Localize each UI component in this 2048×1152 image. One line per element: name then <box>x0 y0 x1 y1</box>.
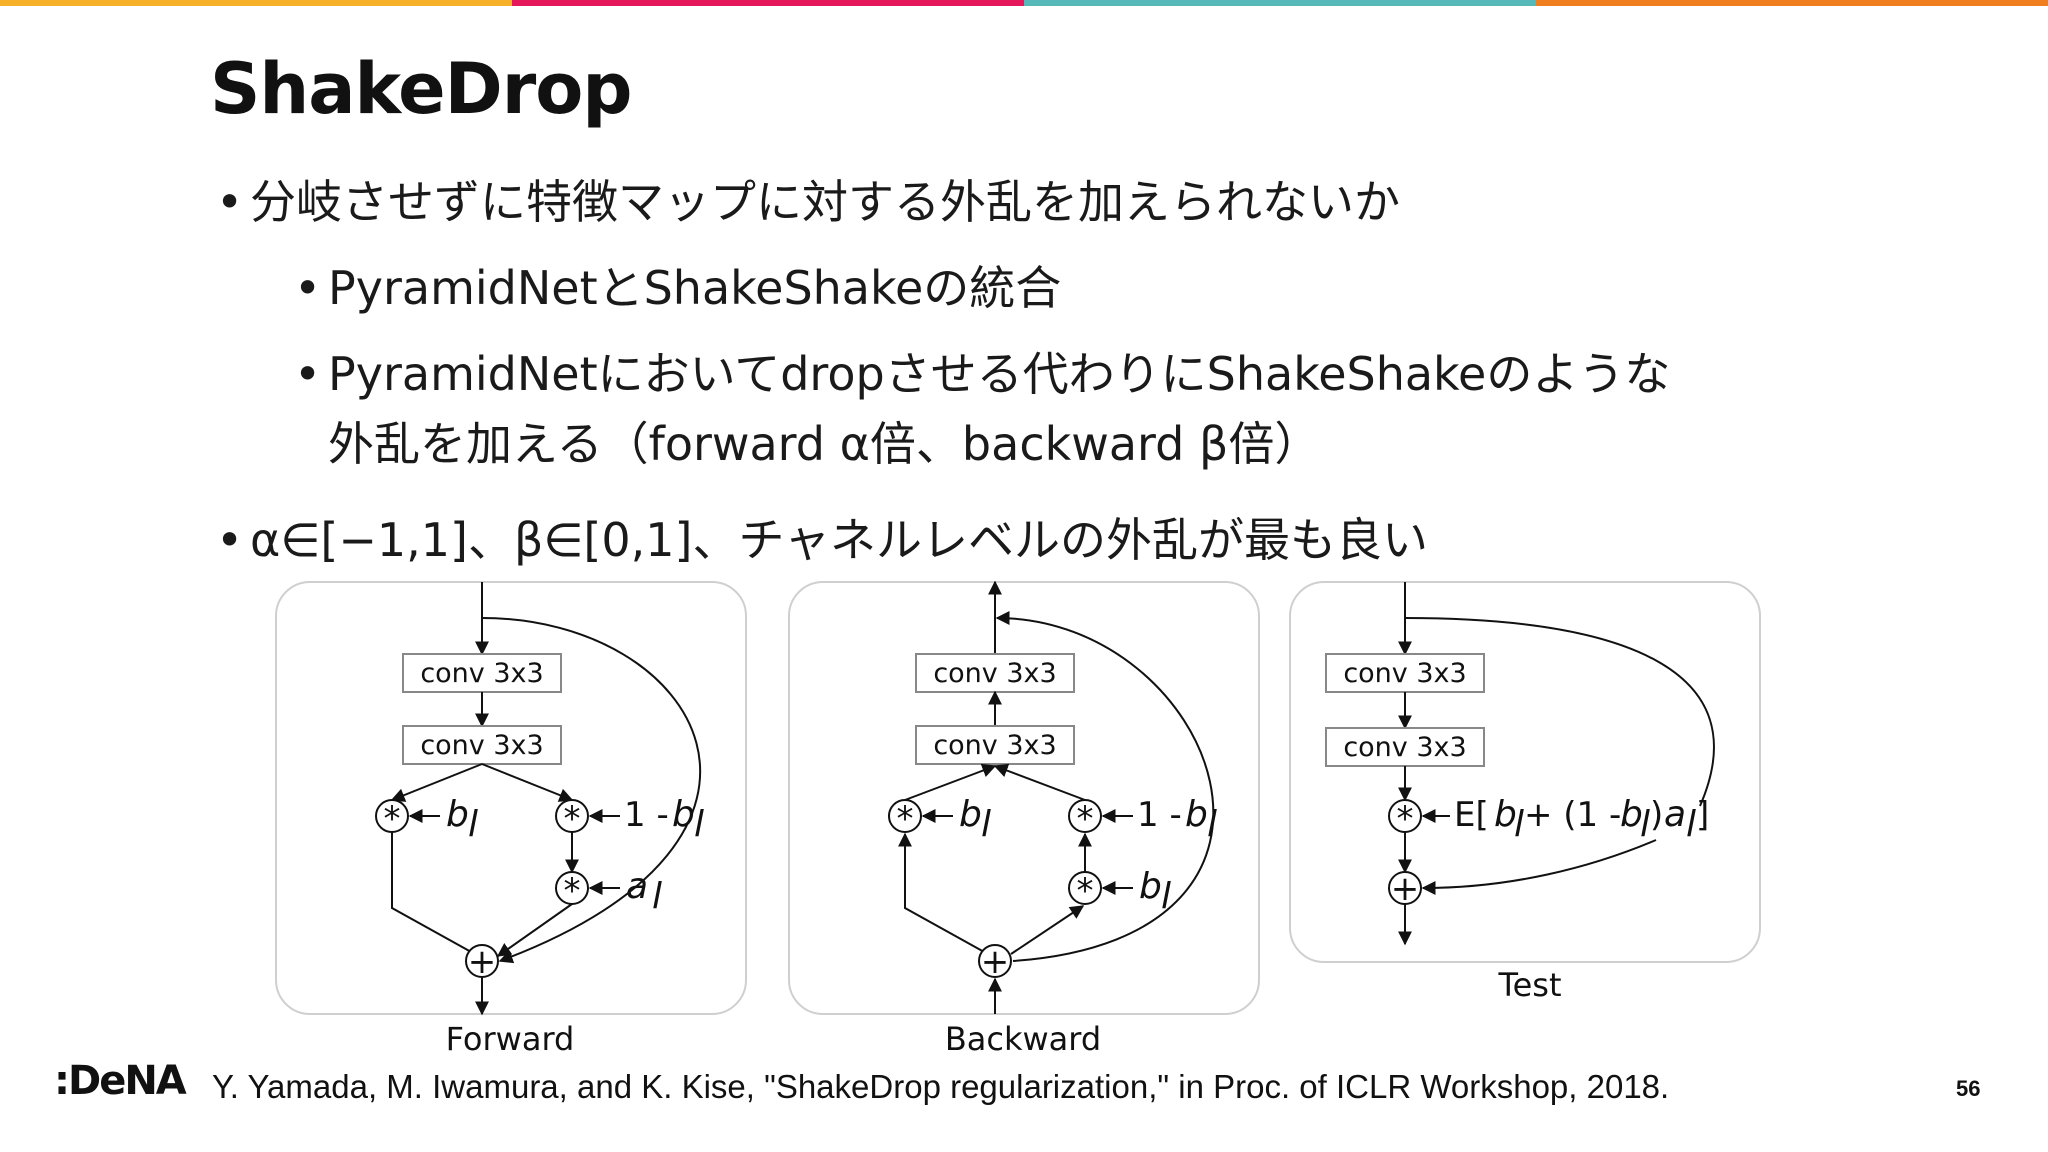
l-subscript: l <box>1161 876 1171 917</box>
a-label: a <box>1664 794 1686 835</box>
bullet-dot: • <box>216 175 244 229</box>
conv-box <box>1325 727 1485 767</box>
bullet-dot: • <box>294 261 322 315</box>
page-number: 56 <box>1956 1076 1981 1101</box>
bullet-1-1: •PyramidNetとShakeShakeの統合 <box>294 258 1062 318</box>
b-label: b <box>446 794 469 835</box>
mult-node: * <box>1077 799 1094 839</box>
b-label: b <box>1185 794 1208 835</box>
accent-teal <box>1024 0 1536 6</box>
conv-label: conv 3x3 <box>933 658 1056 689</box>
forward-panel: conv 3x3 conv 3x3 * b l * 1 - b l * a l … <box>275 581 747 1058</box>
expectation-mid: + (1 - <box>1524 795 1621 835</box>
caption-test: Test <box>1497 966 1561 1004</box>
one-minus-label: 1 - <box>1137 795 1182 835</box>
bullet-1-2-text: PyramidNetにおいてdropさせる代わりにShakeShakeのような <box>328 347 1671 401</box>
conv-label: conv 3x3 <box>420 658 543 689</box>
conv-box <box>402 725 562 765</box>
l-subscript: l <box>1514 804 1524 845</box>
bullet-dot: • <box>294 347 322 401</box>
mult-node: * <box>1077 871 1094 911</box>
caption-forward: Forward <box>446 1020 575 1058</box>
accent-orange <box>1536 0 2048 6</box>
bullet-1-2: •PyramidNetにおいてdropさせる代わりにShakeShakeのような <box>294 344 1671 404</box>
b-label: b <box>1620 794 1643 835</box>
conv-label: conv 3x3 <box>933 730 1056 761</box>
bullet-1-2-continuation: 外乱を加える（forward α倍、backward β倍） <box>328 417 1321 471</box>
bullet-1-1-text: PyramidNetとShakeShakeの統合 <box>328 261 1062 315</box>
bullet-1: •分岐させずに特徴マップに対する外乱を加えられないか <box>216 172 1400 232</box>
bullet-2-text: α∈[−1,1]、β∈[0,1]、チャネルレベルの外乱が最も良い <box>250 513 1428 567</box>
backward-panel: conv 3x3 conv 3x3 * b l * 1 - b l * b l … <box>788 580 1260 1058</box>
mult-node: * <box>564 871 581 911</box>
l-subscript: l <box>694 804 704 845</box>
l-subscript: l <box>1640 804 1650 845</box>
add-node: + <box>1391 869 1420 909</box>
bullet-dot: • <box>216 513 244 567</box>
l-subscript: l <box>468 804 478 845</box>
dena-logo: :DeNA <box>54 1058 187 1104</box>
one-minus-label: 1 - <box>624 795 669 835</box>
expectation-close-paren: ) <box>1650 795 1663 835</box>
test-panel: conv 3x3 conv 3x3 * E[ b l + (1 - b l ) … <box>1289 581 1761 1004</box>
l-subscript: l <box>652 876 662 917</box>
expectation-close: ] <box>1696 795 1709 835</box>
conv-box <box>1325 653 1485 693</box>
conv-box <box>915 725 1075 765</box>
l-subscript: l <box>1686 804 1696 845</box>
add-node: + <box>468 942 497 982</box>
mult-node: * <box>1397 799 1414 839</box>
reference-citation: Y. Yamada, M. Iwamura, and K. Kise, "Sha… <box>212 1068 1670 1105</box>
caption-backward: Backward <box>945 1020 1101 1058</box>
conv-box <box>402 653 562 693</box>
conv-label: conv 3x3 <box>420 730 543 761</box>
mult-node: * <box>897 799 914 839</box>
bullet-2: •α∈[−1,1]、β∈[0,1]、チャネルレベルの外乱が最も良い <box>216 510 1428 570</box>
bullet-1-text: 分岐させずに特徴マップに対する外乱を加えられないか <box>250 175 1400 229</box>
b-label: b <box>672 794 695 835</box>
shakedrop-diagram: conv 3x3 conv 3x3 * b l * 1 - b l * a l … <box>275 580 1761 1058</box>
accent-yellow <box>0 0 512 6</box>
accent-pink <box>512 0 1024 6</box>
add-node: + <box>981 942 1010 982</box>
b-label: b <box>959 794 982 835</box>
mult-node: * <box>564 799 581 839</box>
b-label: b <box>1494 794 1517 835</box>
slide-title: ShakeDrop <box>210 48 632 130</box>
top-accent-bar <box>0 0 2048 6</box>
conv-label: conv 3x3 <box>1343 732 1466 763</box>
l-subscript: l <box>981 804 991 845</box>
mult-node: * <box>384 799 401 839</box>
conv-label: conv 3x3 <box>1343 658 1466 689</box>
b-label: b <box>1139 866 1162 907</box>
expectation-open: E[ <box>1454 795 1489 835</box>
